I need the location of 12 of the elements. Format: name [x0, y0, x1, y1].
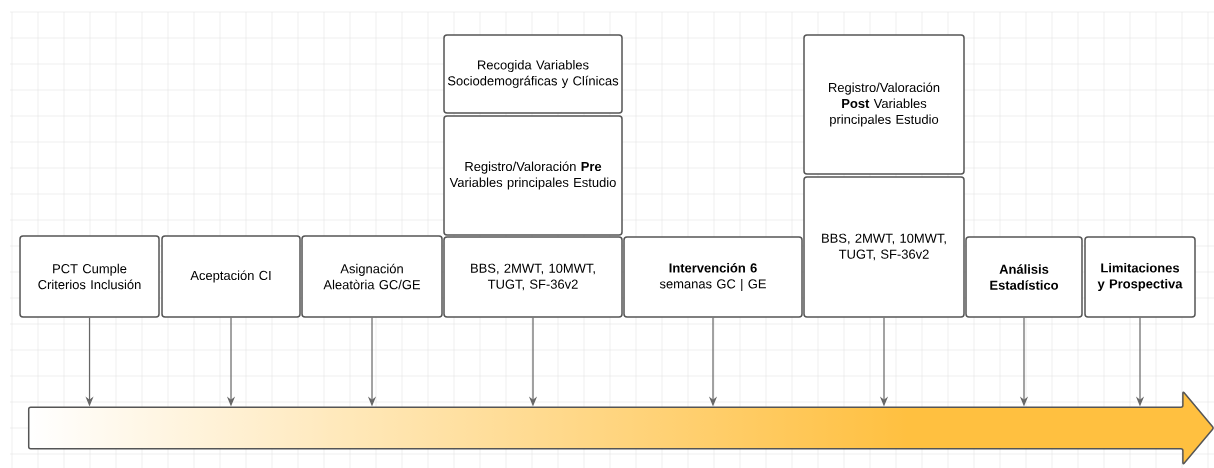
process-box: Recogida Variables Sociodemográficas y Clínicas: [443, 34, 623, 114]
process-box: Limitaciones y Prospectiva: [1084, 236, 1196, 318]
process-box: PCT Cumple Criterios Inclusión: [19, 235, 160, 318]
process-box: BBS, 2MWT, 10MWT, TUGT, SF-36v2: [443, 236, 623, 318]
process-box: Registro/Valoración Post Variables principales Estudio: [803, 34, 965, 175]
process-box: Análisis Estadístico: [965, 236, 1083, 318]
process-box: BBS, 2MWT, 10MWT, TUGT, SF-36v2: [803, 176, 965, 318]
process-box: Aceptación CI: [161, 235, 301, 318]
process-box: Registro/Valoración Pre Variables principales Estudio: [443, 115, 623, 236]
timeline-arrow: [27, 391, 1214, 465]
process-box: Intervención 6 semanas GC | GE: [623, 236, 803, 318]
process-box: Asignación Aleatòria GC/GE: [301, 235, 443, 318]
